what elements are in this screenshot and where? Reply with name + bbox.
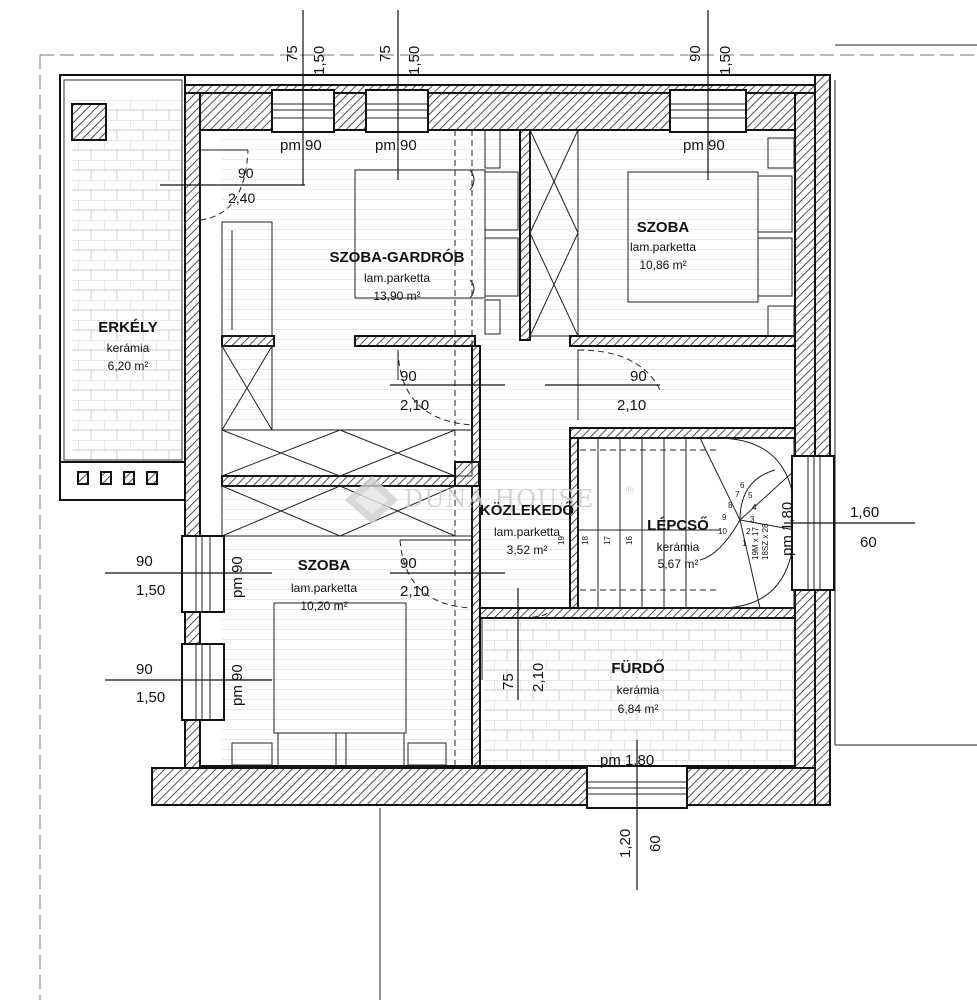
room-floor: kerámia — [617, 683, 660, 697]
window-height-label: 1,50 — [406, 46, 423, 75]
room-name: SZOBA — [637, 219, 690, 236]
bed — [627, 171, 759, 303]
door-height-label: 2,10 — [530, 663, 547, 692]
room-label-kozlekedo: KÖZLEKEDŐ lam.parketta 3,52 m² — [480, 501, 575, 557]
room-label-szoba-ne: SZOBA lam.parketta 10,86 m² — [630, 219, 696, 272]
room-area: 10,20 m² — [300, 599, 347, 613]
window-height-label: 1,50 — [717, 46, 734, 75]
room-name: LÉPCSŐ — [647, 516, 709, 534]
winder-step-label: 1 — [742, 539, 747, 548]
winder-step-label: 3 — [750, 515, 755, 524]
winder-step-label: 10 — [718, 527, 727, 536]
stair-step-label: 17 — [603, 536, 612, 545]
room-name: SZOBA — [298, 557, 351, 574]
window-height-label: 1,50 — [311, 46, 328, 75]
overhead-lines — [454, 130, 473, 766]
window-parapet-label: pm 90 — [375, 137, 417, 154]
window-width-label: 90 — [136, 553, 153, 570]
room-label-gardrob: SZOBA-GARDRÓB lam.parketta 13,90 m² — [330, 248, 465, 303]
door-height-label: 2,10 — [617, 397, 646, 414]
window-width-label: 75 — [377, 45, 394, 62]
balcony-post — [123, 471, 135, 485]
winder-step-label: 2 — [746, 527, 751, 536]
window-parapet-label: pm 90 — [229, 664, 246, 706]
stair-step-label: 19 — [557, 536, 566, 545]
window-width-label: 90 — [687, 45, 704, 62]
room-area: 13,90 m² — [373, 289, 420, 303]
room-label-lepcso: LÉPCSŐ kerámia 5,67 m² — [647, 516, 709, 571]
room-area: 3,52 m² — [507, 543, 548, 557]
door-width-label: 90 — [630, 368, 647, 385]
room-area: 6,20 m² — [108, 359, 149, 373]
winder-step-label: 8 — [728, 501, 733, 510]
door-height-label: 2,40 — [228, 190, 255, 206]
door-width-label: 75 — [500, 673, 517, 690]
window-parapet-label: pm 90 — [683, 137, 725, 154]
winder-step-label: 5 — [748, 491, 753, 500]
wardrobes — [221, 129, 579, 537]
room-floor: lam.parketta — [364, 271, 430, 285]
winder-step-label: 7 — [735, 490, 740, 499]
stair-spec-line2: 18SZ x 28 — [761, 523, 770, 560]
room-floor: kerámia — [657, 540, 700, 554]
room-label-erkely: ERKÉLY kerámia 6,20 m² — [98, 319, 157, 373]
room-floor: lam.parketta — [630, 240, 696, 254]
window-height-label: 1,50 — [136, 582, 165, 599]
stair-spec-line1: 19M x 17 — [751, 527, 760, 560]
room-name: ERKÉLY — [98, 319, 157, 336]
window-height-label: 1,50 — [136, 689, 165, 706]
room-area: 6,84 m² — [618, 702, 659, 716]
room-name: SZOBA-GARDRÓB — [330, 248, 465, 266]
furniture — [231, 129, 795, 767]
balcony-post — [146, 471, 158, 485]
stairs: 19 18 17 16 10 9 8 7 6 5 4 3 2 1 19M x 1… — [557, 437, 796, 609]
room-area: 10,86 m² — [639, 258, 686, 272]
watermark-registered-mark: ® — [624, 484, 636, 497]
room-name: KÖZLEKEDŐ — [480, 501, 575, 519]
door-height-label: 2,10 — [400, 397, 429, 414]
window-parapet-label: pm 90 — [229, 556, 246, 598]
stair-step-label: 16 — [625, 536, 634, 545]
floor-fills — [72, 100, 794, 770]
door-width-label: 90 — [400, 368, 417, 385]
door-width-label: 90 — [400, 555, 417, 572]
window-parapet-label: pm 1,80 — [600, 752, 654, 769]
site-outline — [39, 44, 977, 1000]
balcony-post — [100, 471, 112, 485]
winder-step-label: 6 — [740, 481, 745, 490]
bed — [354, 169, 486, 299]
room-label-furdo: FÜRDŐ kerámia 6,84 m² — [611, 659, 665, 716]
room-labels: SZOBA-GARDRÓB lam.parketta 13,90 m² SZOB… — [98, 219, 709, 716]
window-width-label: 75 — [284, 45, 301, 62]
room-label-szoba-sw: SZOBA lam.parketta 10,20 m² — [291, 557, 357, 613]
bed — [273, 602, 407, 734]
window-parapet-label: pm 1,80 — [779, 502, 796, 556]
room-floor: kerámia — [107, 341, 150, 355]
room-floor: lam.parketta — [494, 525, 560, 539]
door-labels: 90 2,40 90 2,10 90 2,10 90 2,10 75 2,10 — [228, 165, 647, 692]
balcony-frame — [59, 74, 186, 501]
room-floor: lam.parketta — [291, 581, 357, 595]
watermark: DUNA HOUSE ® — [345, 476, 636, 524]
balcony-post — [77, 471, 89, 485]
room-name: FÜRDŐ — [611, 659, 665, 677]
door-height-label: 2,10 — [400, 583, 429, 600]
winder-step-label: 4 — [752, 503, 757, 512]
stair-step-label: 18 — [581, 536, 590, 545]
window-parapet-label: pm 90 — [280, 137, 322, 154]
watermark-text: DUNA HOUSE — [404, 485, 594, 513]
winder-step-label: 9 — [722, 513, 727, 522]
dimension-lines — [105, 10, 915, 890]
window-width-label: 1,60 — [850, 504, 879, 521]
window-height-label: 60 — [647, 835, 664, 852]
window-height-label: 60 — [860, 534, 877, 551]
window-width-label: 1,20 — [617, 829, 634, 858]
room-area: 5,67 m² — [658, 557, 699, 571]
window-labels: 75 1,50 pm 90 75 1,50 pm 90 90 1,50 pm 9… — [136, 45, 879, 858]
window-width-label: 90 — [136, 661, 153, 678]
door-width-label: 90 — [238, 165, 254, 181]
